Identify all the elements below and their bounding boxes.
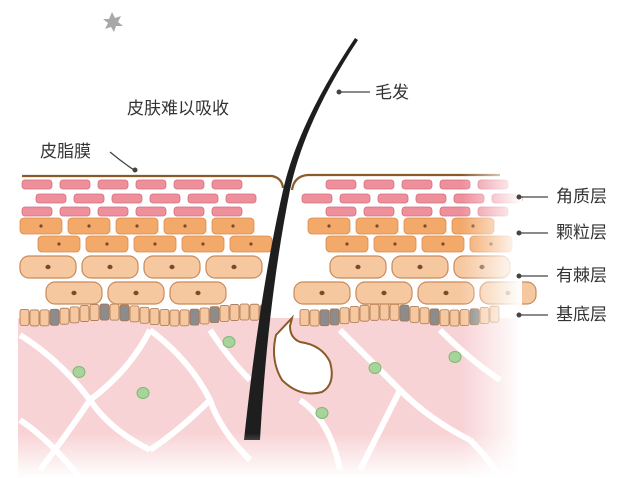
- spinosum-leader-dot: [516, 273, 522, 279]
- corneum-leader-dot: [516, 194, 522, 200]
- hair-label: 毛发: [375, 83, 409, 103]
- sebum-leader-dot: [132, 167, 138, 173]
- stratum-granulosum-label: 颗粒层: [556, 223, 607, 243]
- stratum-basale-label: 基底层: [556, 305, 607, 325]
- sebum-leader-line: [109, 151, 135, 171]
- basale-leader-dot: [516, 312, 522, 318]
- star-icon: [103, 12, 123, 32]
- hair-leader-dot: [336, 89, 342, 95]
- sebum-film-label: 皮脂膜: [40, 142, 91, 162]
- stratum-spinosum-label: 有棘层: [556, 266, 607, 286]
- hard-to-absorb-label: 皮肤难以吸收: [127, 99, 229, 119]
- edge-fade-bottom: [18, 300, 522, 478]
- granulosum-leader-dot: [516, 230, 522, 236]
- stratum-corneum-label: 角质层: [556, 187, 607, 207]
- leader-lines: [109, 89, 548, 318]
